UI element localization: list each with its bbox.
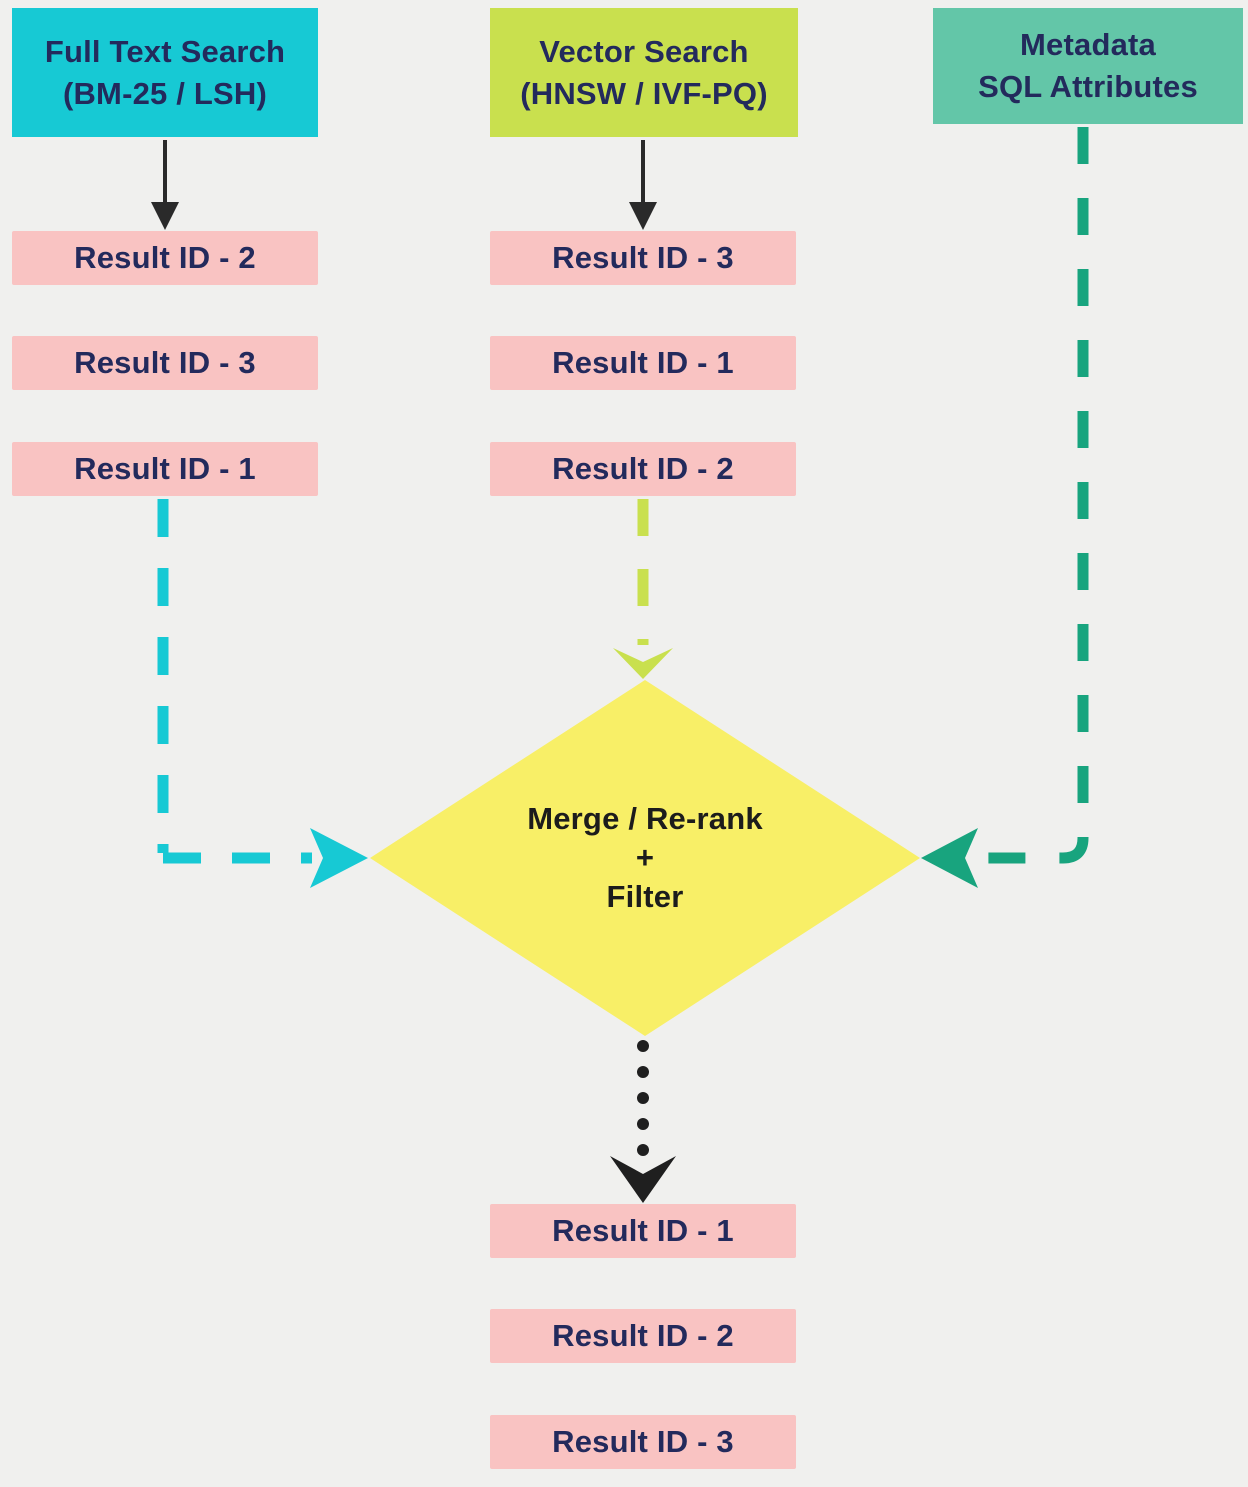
vector-down-arrow (629, 140, 657, 230)
vector-dashed-connector (613, 499, 673, 679)
fulltext-down-arrow (151, 140, 179, 230)
merge-label-line1: Merge / Re-rank (527, 801, 763, 836)
vector-result-3: Result ID - 2 (490, 442, 796, 496)
vector-search-header: Vector Search (HNSW / IVF-PQ) (490, 8, 798, 137)
merge-label-line3: Filter (606, 879, 684, 914)
metadata-header-line2: SQL Attributes (978, 69, 1198, 104)
metadata-dashed-connector (921, 127, 1089, 888)
merge-node-label: Merge / Re-rank + Filter (445, 799, 845, 916)
final-result-1: Result ID - 1 (490, 1204, 796, 1258)
vector-header-line1: Vector Search (539, 33, 749, 69)
fulltext-header-line1: Full Text Search (44, 33, 286, 69)
fulltext-header-line2: (BM-25 / LSH) (62, 75, 268, 111)
final-result-3: Result ID - 3 (490, 1415, 796, 1469)
merge-output-dotted-connector (610, 1040, 676, 1203)
fulltext-result-2: Result ID - 3 (12, 336, 318, 390)
vector-result-1: Result ID - 3 (490, 231, 796, 285)
fulltext-search-header: Full Text Search (BM-25 / LSH) (12, 8, 318, 137)
fulltext-result-1: Result ID - 2 (12, 231, 318, 285)
merge-label-line2: + (635, 840, 655, 875)
final-result-2: Result ID - 2 (490, 1309, 796, 1363)
fulltext-result-3: Result ID - 1 (12, 442, 318, 496)
vector-header-line2: (HNSW / IVF-PQ) (520, 75, 768, 111)
fulltext-dashed-connector (157, 499, 368, 888)
metadata-header-line1: Metadata (1020, 27, 1156, 62)
metadata-header: Metadata SQL Attributes (933, 8, 1243, 124)
vector-result-2: Result ID - 1 (490, 336, 796, 390)
